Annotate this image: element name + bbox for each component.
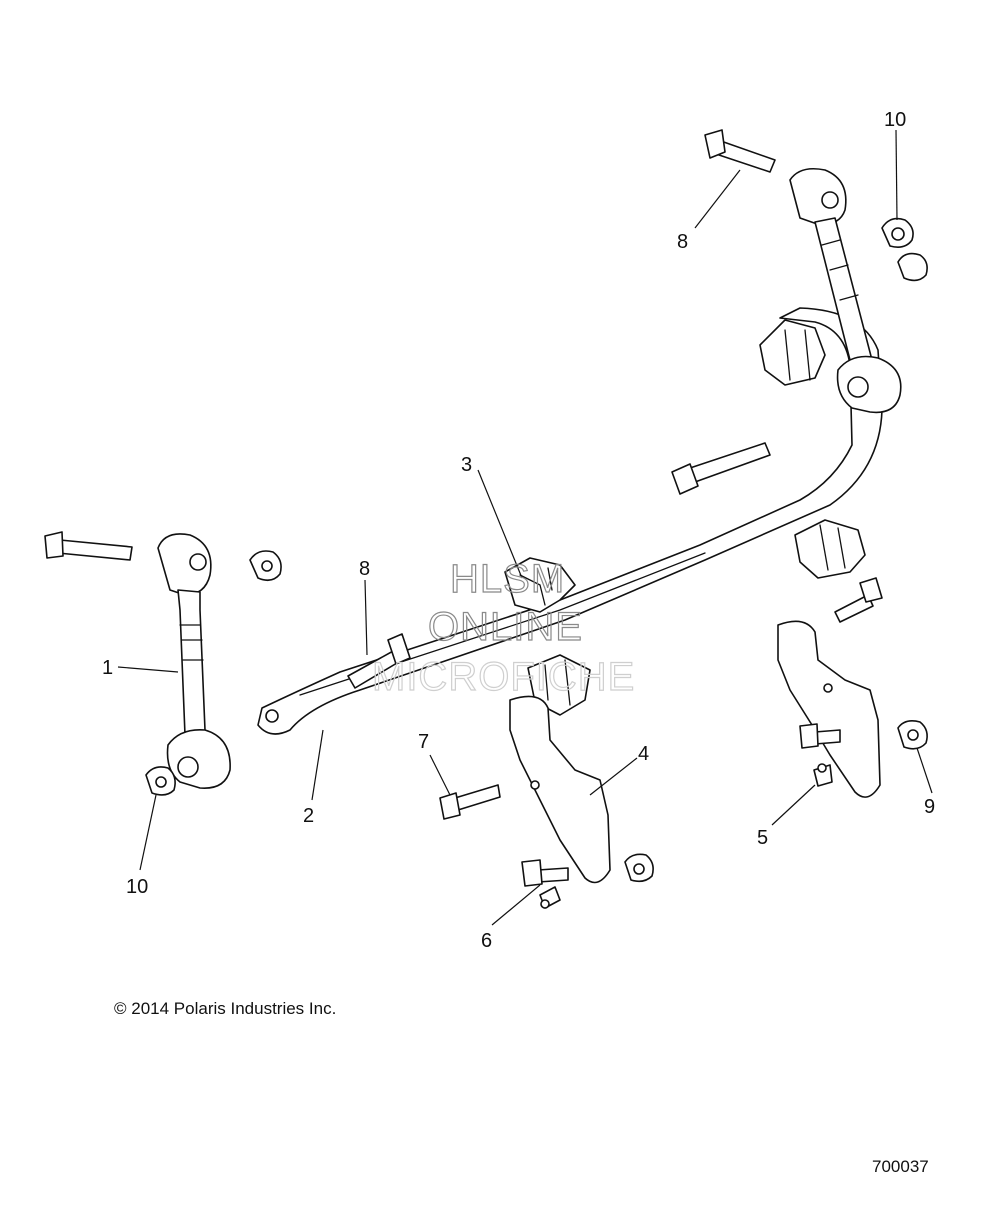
callout-3: 3 (461, 454, 472, 476)
figure-number: 700037 (872, 1157, 929, 1176)
callout-2: 2 (303, 805, 314, 827)
bolt-right-low (799, 723, 841, 749)
stabilizer-link-right (789, 167, 902, 414)
grease-fitting-right (813, 763, 833, 787)
watermark-line-1: HLSM (450, 557, 565, 601)
bolt-center-6 (521, 859, 569, 887)
nut-left-lower (145, 766, 176, 796)
grease-fitting-center (539, 886, 561, 909)
callout-1: 1 (102, 657, 113, 679)
callout-9: 9 (924, 796, 935, 818)
nut-top-right (881, 217, 914, 248)
bushing-right-upper (759, 319, 826, 386)
callout-4: 4 (638, 743, 649, 765)
callout-10-bottom: 10 (126, 876, 148, 898)
leader-lines (117, 129, 933, 926)
bolt-right-bushing (671, 442, 771, 495)
callout-5: 5 (757, 827, 768, 849)
bracket-center (509, 695, 611, 884)
nut-center (624, 853, 654, 883)
watermark-line-2: ONLINE (428, 605, 583, 649)
nut-right-upper-link (897, 252, 928, 282)
copyright-notice: © 2014 Polaris Industries Inc. (114, 999, 337, 1018)
callout-7: 7 (418, 731, 429, 753)
bracket-right (777, 620, 881, 798)
callout-8-mid: 8 (359, 558, 370, 580)
watermark: HLSM ONLINE MICROFICHE (371, 556, 635, 699)
bushing-center-upper (504, 557, 576, 613)
watermark-line-3: MICROFICHE (372, 655, 635, 699)
bolt-left (44, 531, 133, 561)
callout-6: 6 (481, 930, 492, 952)
bolt-right-bracket (834, 577, 883, 623)
nut-right-9 (897, 720, 928, 750)
nut-left-upper (249, 550, 282, 582)
callout-10-top: 10 (884, 109, 906, 131)
bushing-right-lower (794, 519, 866, 579)
callout-8-top: 8 (677, 231, 688, 253)
stabilizer-link-left (157, 533, 231, 789)
bolt-center-7 (439, 784, 501, 820)
bolt-top-right (704, 129, 776, 173)
bolt-center-8 (347, 633, 411, 689)
